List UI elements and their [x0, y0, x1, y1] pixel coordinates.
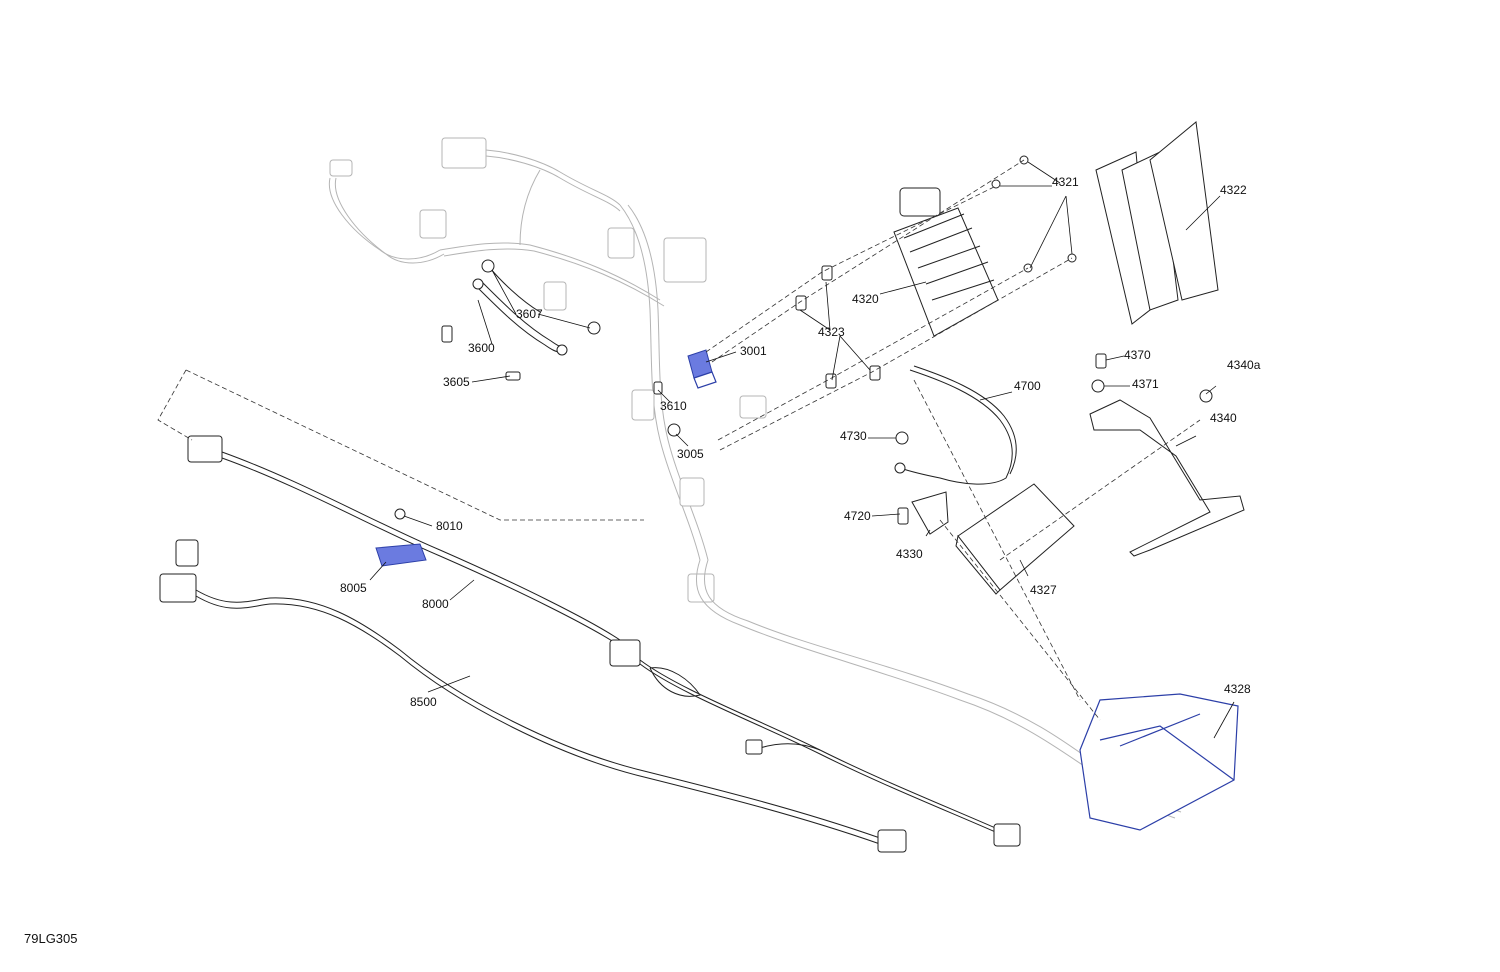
- main-harness[interactable]: [328, 137, 1182, 819]
- part-8010-screw[interactable]: [394, 508, 406, 520]
- label-4323[interactable]: 4323: [818, 325, 845, 339]
- label-4730[interactable]: 4730: [840, 429, 867, 443]
- part-3605-bolt[interactable]: [441, 325, 521, 381]
- part-4328-battery-box[interactable]: [1079, 693, 1239, 831]
- part-4340a-nut[interactable]: [1199, 389, 1213, 403]
- harness-connector: [543, 281, 567, 311]
- label-4330[interactable]: 4330: [896, 547, 923, 561]
- harness-connector: [679, 477, 705, 507]
- label-8005[interactable]: 8005: [340, 581, 367, 595]
- part-4730-nut[interactable]: [895, 431, 909, 445]
- drawing-code: 79LG305: [24, 931, 78, 946]
- label-8500[interactable]: 8500: [410, 695, 437, 709]
- harness-connector: [419, 209, 447, 239]
- label-8000[interactable]: 8000: [422, 597, 449, 611]
- part-4320-voltage-regulator[interactable]: [893, 187, 999, 337]
- label-3607[interactable]: 3607: [516, 307, 543, 321]
- part-4370-screw[interactable]: [1095, 353, 1107, 369]
- label-3005[interactable]: 3005: [677, 447, 704, 461]
- label-4322[interactable]: 4322: [1220, 183, 1247, 197]
- part-4321-nut[interactable]: [991, 155, 1077, 273]
- part-8500-harness[interactable]: [159, 539, 907, 853]
- part-3001-fuse-holder[interactable]: [687, 349, 717, 389]
- label-3605[interactable]: 3605: [443, 375, 470, 389]
- part-4322-heat-shield[interactable]: [1095, 121, 1219, 325]
- label-4328[interactable]: 4328: [1224, 682, 1251, 696]
- label-4370[interactable]: 4370: [1124, 348, 1151, 362]
- label-4327[interactable]: 4327: [1030, 583, 1057, 597]
- leader-lines: [369, 161, 1235, 739]
- part-4330-terminal-cover[interactable]: [911, 491, 949, 535]
- label-4720[interactable]: 4720: [844, 509, 871, 523]
- harness-connector: [329, 159, 353, 177]
- label-3610[interactable]: 3610: [660, 399, 687, 413]
- label-4340[interactable]: 4340: [1210, 411, 1237, 425]
- part-8005-clip[interactable]: [375, 543, 427, 567]
- label-4321[interactable]: 4321: [1052, 175, 1079, 189]
- relay-block: [663, 237, 707, 283]
- assembly-lines: [157, 159, 1201, 721]
- label-4371[interactable]: 4371: [1132, 377, 1159, 391]
- part-4340-battery-bracket[interactable]: [1089, 399, 1245, 557]
- part-4327-battery[interactable]: [955, 483, 1075, 595]
- label-8010[interactable]: 8010: [436, 519, 463, 533]
- part-8000-harness[interactable]: [187, 435, 1021, 847]
- part-4323-spacer[interactable]: [795, 265, 881, 389]
- label-3001[interactable]: 3001: [740, 344, 767, 358]
- label-3600[interactable]: 3600: [468, 341, 495, 355]
- label-4340a[interactable]: 4340a: [1227, 358, 1261, 372]
- part-3610-bolt[interactable]: [653, 381, 663, 395]
- part-4700-battery-cable[interactable]: [894, 365, 1017, 485]
- harness-connector: [607, 227, 635, 259]
- label-4320[interactable]: 4320: [852, 292, 879, 306]
- part-4720-bolt[interactable]: [897, 507, 909, 525]
- harness-connector: [739, 395, 767, 419]
- part-3005-nut[interactable]: [667, 423, 681, 437]
- harness-connector: [631, 389, 655, 421]
- part-4371-washer[interactable]: [1091, 379, 1105, 393]
- part-3607-nut[interactable]: [481, 259, 601, 335]
- harness-connector: [687, 573, 715, 603]
- part-labels: 3001 3005 3600 3605 3607 3610 4320 4321 …: [340, 175, 1261, 709]
- harness-connector: [441, 137, 487, 169]
- label-4700[interactable]: 4700: [1014, 379, 1041, 393]
